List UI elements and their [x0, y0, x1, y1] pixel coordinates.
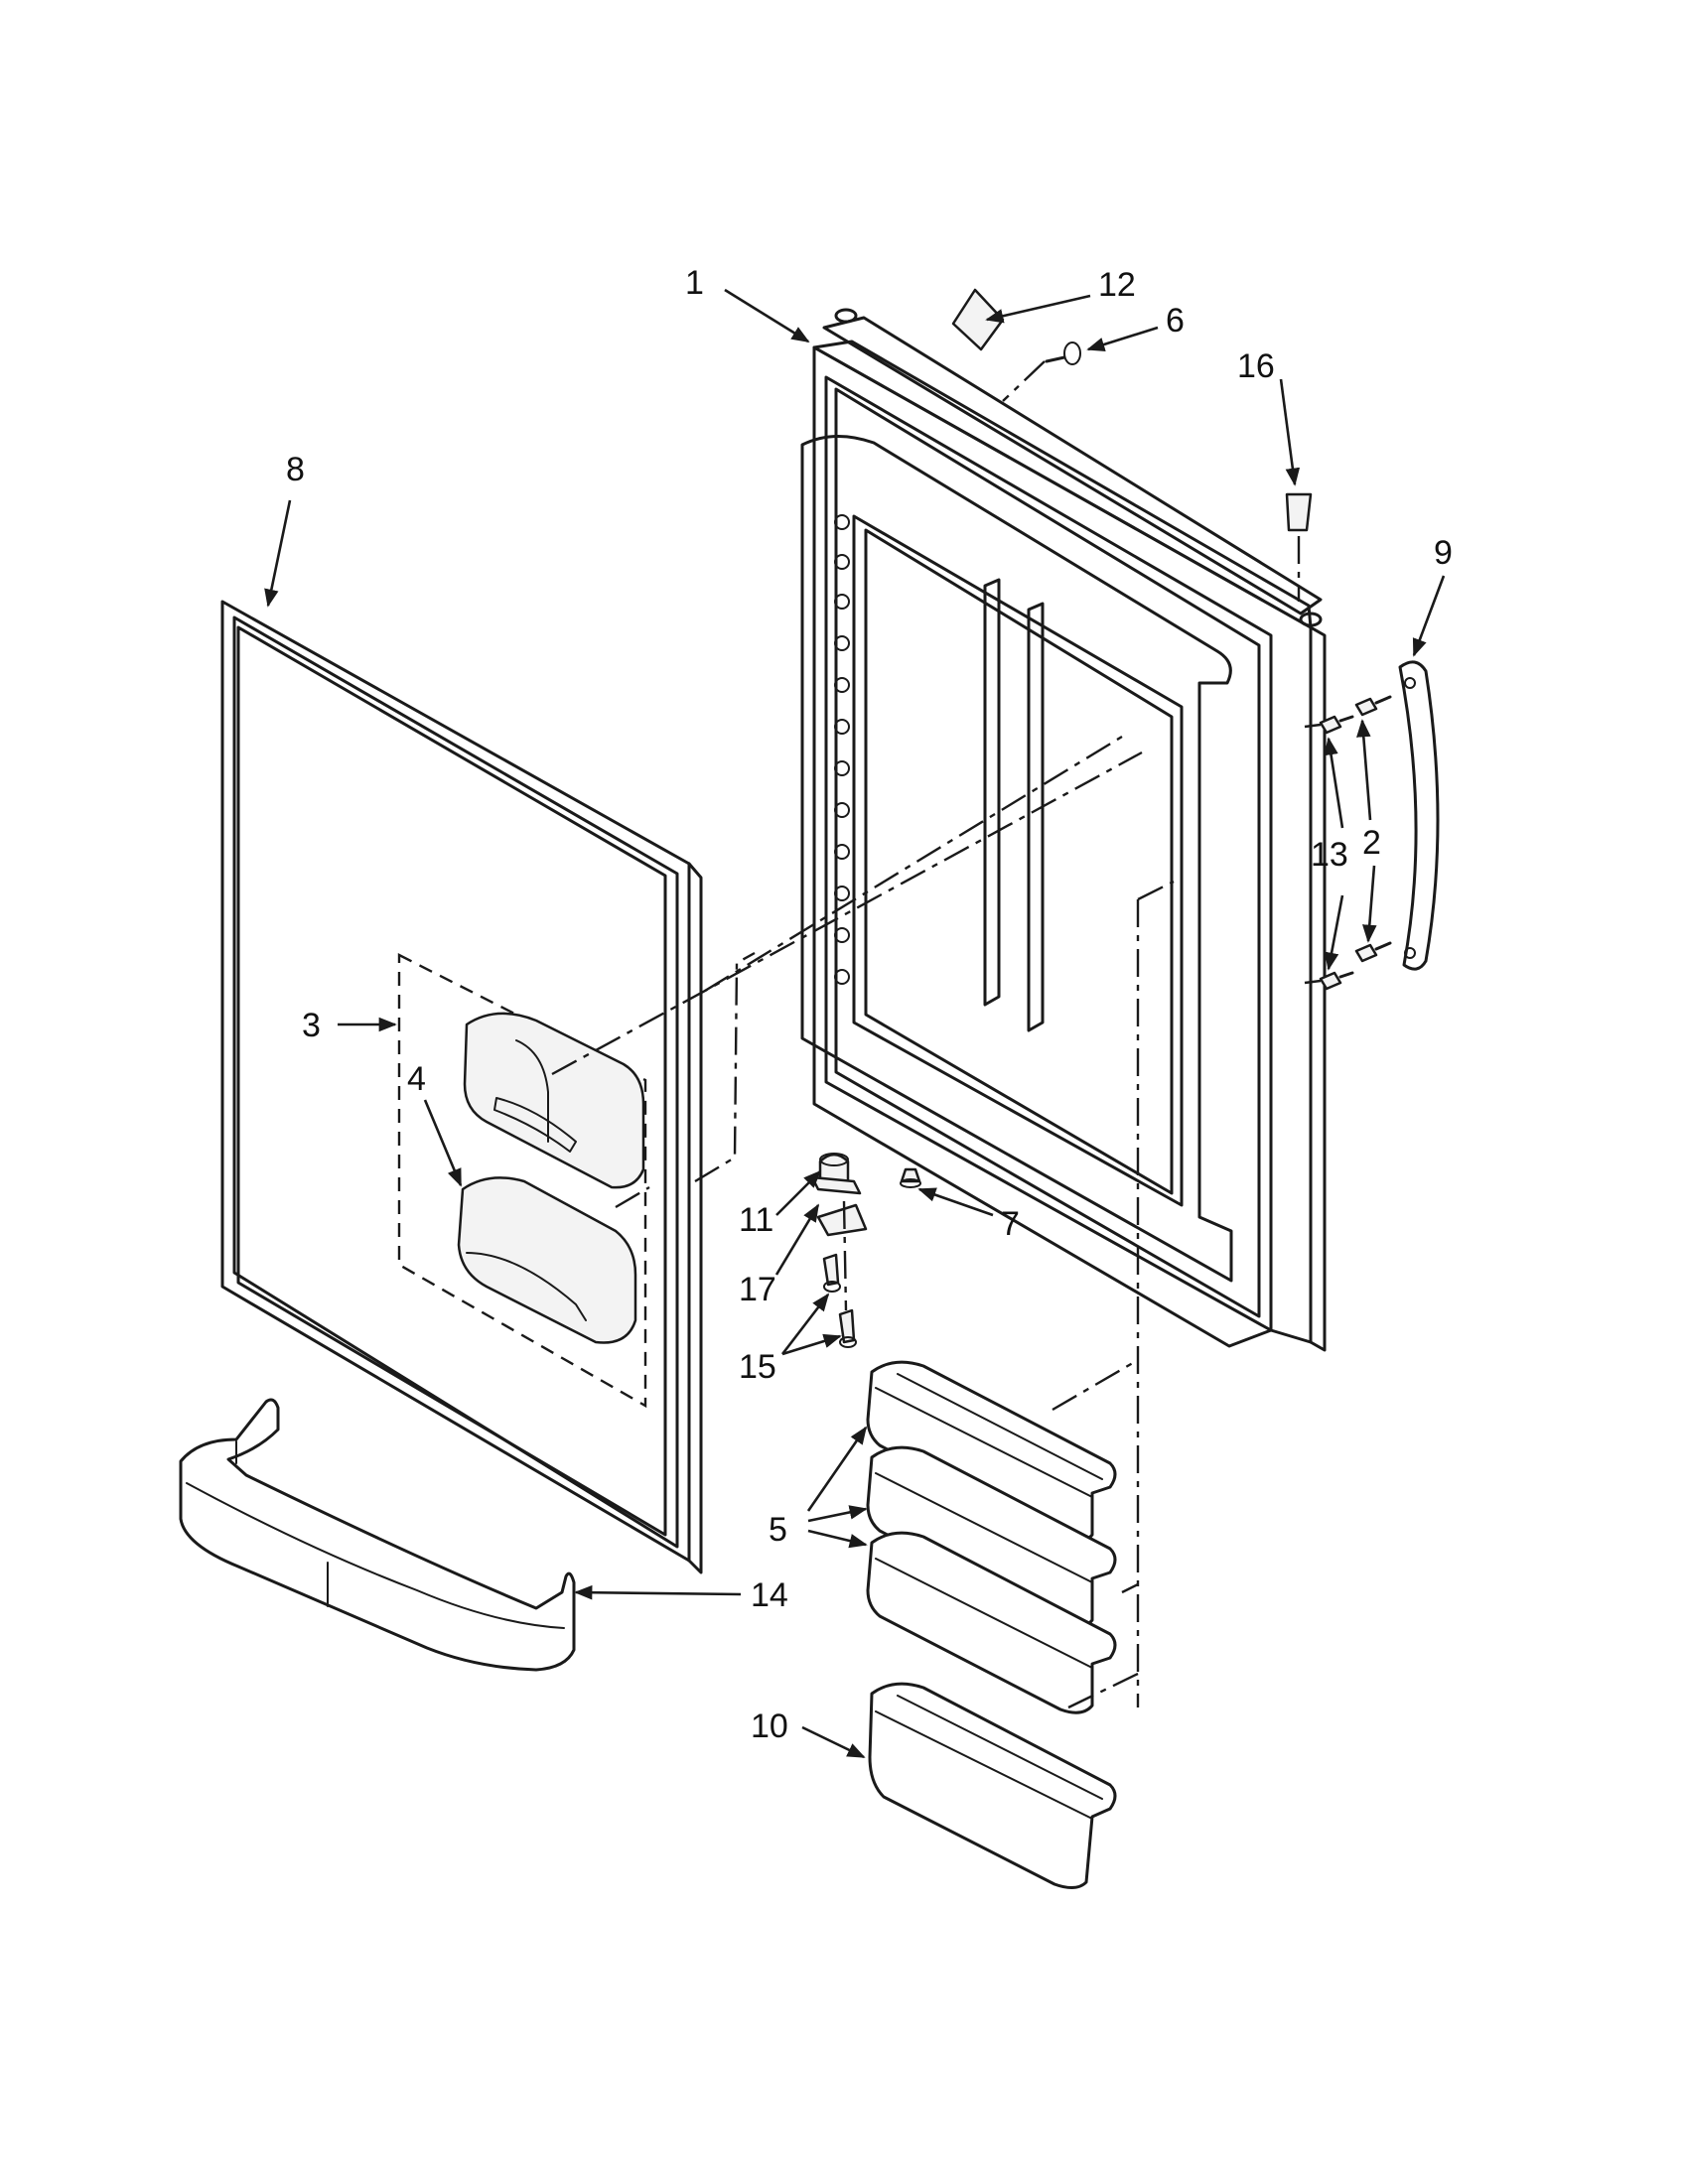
door-bin-2	[866, 1445, 1117, 1629]
callout-4: 4	[407, 1060, 426, 1098]
callout-12: 12	[1098, 266, 1136, 304]
callout-8: 8	[286, 451, 305, 488]
callout-10: 10	[751, 1707, 788, 1745]
callout-6: 6	[1166, 302, 1185, 340]
screw-6	[1002, 341, 1081, 402]
callout-9: 9	[1434, 534, 1453, 572]
door-bin-1	[866, 1360, 1117, 1544]
door-handle	[1398, 660, 1440, 971]
dispenser-assembly	[397, 953, 647, 1409]
door-liner	[800, 308, 1327, 1352]
callout-3: 3	[302, 1007, 321, 1044]
callout-17: 17	[739, 1271, 776, 1308]
callout-labels: 1 2 3 4 5 6 7 8 9 10 11 12 13 14 15 16 1…	[286, 264, 1453, 1745]
callout-15: 15	[739, 1348, 776, 1386]
door-shelf	[179, 1398, 576, 1672]
handle-screws	[1304, 695, 1392, 991]
dispenser-housing	[463, 1012, 645, 1189]
leader-arrows	[264, 288, 1446, 1759]
hinge-hardware	[810, 1153, 921, 1348]
callout-5: 5	[769, 1511, 787, 1549]
callout-13: 13	[1311, 836, 1348, 874]
callout-14: 14	[751, 1576, 788, 1614]
shelf-knobs	[834, 514, 850, 985]
door-bin-3	[866, 1531, 1117, 1714]
callout-2: 2	[1362, 824, 1381, 862]
callout-1: 1	[685, 264, 704, 302]
assembly-lines	[551, 735, 1175, 1709]
dispenser-bin	[457, 1176, 637, 1344]
callout-11: 11	[739, 1201, 773, 1239]
callout-16: 16	[1237, 347, 1275, 385]
label-plate	[951, 288, 1005, 351]
callout-7: 7	[1001, 1205, 1020, 1243]
door-bins	[866, 1360, 1117, 1714]
plug-16	[1285, 492, 1313, 602]
door-bin-10	[868, 1682, 1117, 1889]
